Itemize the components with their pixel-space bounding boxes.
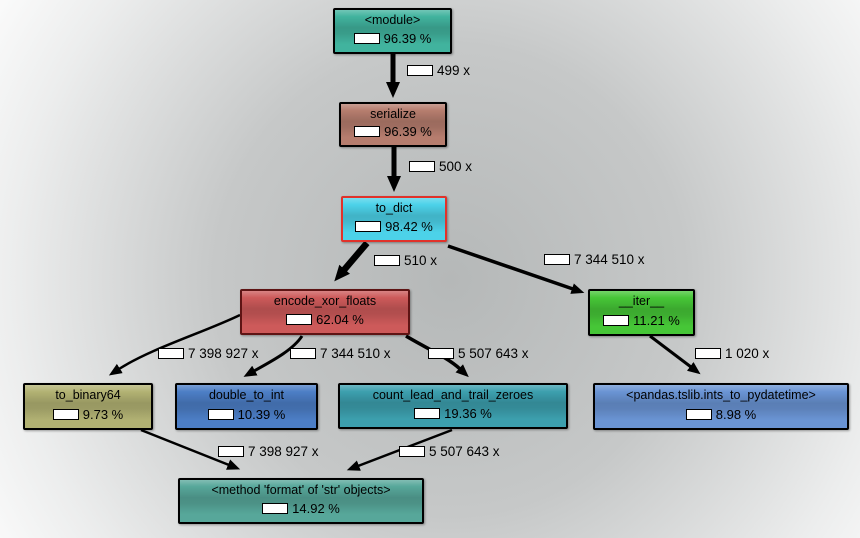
node-title: double_to_int <box>208 388 285 402</box>
call-count-text: 7 398 927 x <box>188 346 259 361</box>
percent-bar <box>52 409 79 420</box>
call-count-bar <box>374 255 400 266</box>
call-count-bar <box>158 348 184 359</box>
call-count-text: 500 x <box>439 159 473 174</box>
node-title: <pandas.tslib.ints_to_pydatetime> <box>626 388 816 402</box>
call-count-bar <box>218 446 244 457</box>
call-count-bar <box>695 348 721 359</box>
node-to-binary64[interactable]: to_binary64 9.73 % <box>23 383 153 430</box>
edge-label-serialize-to-dict: 500 x <box>409 159 472 174</box>
node-percent-row: 19.36 % <box>414 406 492 421</box>
node-title: __iter__ <box>618 294 665 308</box>
node-title: to_dict <box>375 201 413 215</box>
call-count-bar <box>409 161 435 172</box>
edge-label-encode-to-binary64: 7 398 927 x <box>158 346 259 361</box>
call-count-text: 7 344 510 x <box>574 252 645 267</box>
call-count-text: 7 344 510 x <box>320 346 391 361</box>
call-count-bar <box>399 446 425 457</box>
percent-bar <box>355 221 382 232</box>
node-title: <method 'format' of 'str' objects> <box>211 483 391 497</box>
node-percent-row: 9.73 % <box>52 407 124 422</box>
edge-to_dict-iter <box>447 244 585 294</box>
edge-label-to-binary64-format: 7 398 927 x <box>218 444 319 459</box>
call-count-text: 1 020 x <box>725 346 770 361</box>
edge-label-to-dict-encode: 510 x <box>374 253 437 268</box>
edge-encode-double_to_int <box>243 335 304 377</box>
percent-bar <box>603 315 630 326</box>
call-count-bar <box>290 348 316 359</box>
node-percent-row: 11.21 % <box>603 313 680 328</box>
percent-bar <box>685 409 712 420</box>
percent-bar <box>353 33 380 44</box>
edge-iter-pandas <box>649 334 701 375</box>
node-count-lead-and-trail-zeroes[interactable]: count_lead_and_trail_zeroes 19.36 % <box>338 383 568 429</box>
node-percent-row: 96.39 % <box>354 124 432 139</box>
call-count-text: 499 x <box>437 63 471 78</box>
edge-label-module-serialize: 499 x <box>407 63 470 78</box>
node-title: to_binary64 <box>55 388 121 402</box>
node-title: encode_xor_floats <box>273 294 377 308</box>
edge-label-encode-count-lead: 5 507 643 x <box>428 346 529 361</box>
node-pandas-ints-to-pydatetime[interactable]: <pandas.tslib.ints_to_pydatetime> 8.98 % <box>593 383 849 430</box>
node-serialize[interactable]: serialize 96.39 % <box>339 102 447 147</box>
percent-bar <box>414 408 441 419</box>
node-percent-row: 98.42 % <box>355 219 433 234</box>
call-count-text: 5 507 643 x <box>458 346 529 361</box>
percent-text: 10.39 % <box>237 407 286 422</box>
percent-text: 8.98 % <box>715 407 757 422</box>
call-count-bar <box>407 65 433 76</box>
node-encode-xor-floats[interactable]: encode_xor_floats 62.04 % <box>240 289 410 335</box>
node-double-to-int[interactable]: double_to_int 10.39 % <box>175 383 318 430</box>
node-to-dict[interactable]: to_dict 98.42 % <box>341 196 447 242</box>
node-title: serialize <box>370 107 416 121</box>
node-module[interactable]: <module> 96.39 % <box>333 8 452 54</box>
percent-text: 96.39 % <box>383 31 432 46</box>
node-title: count_lead_and_trail_zeroes <box>372 388 534 402</box>
node-title: <module> <box>364 13 421 27</box>
percent-bar <box>354 126 381 137</box>
edge-label-iter-pandas: 1 020 x <box>695 346 769 361</box>
percent-bar <box>262 503 289 514</box>
node-str-format[interactable]: <method 'format' of 'str' objects> 14.92… <box>178 478 424 524</box>
percent-text: 11.21 % <box>633 313 680 328</box>
node-percent-row: 96.39 % <box>353 31 432 46</box>
edge-to_binary64-format <box>140 428 241 470</box>
edge-label-count-lead-format: 5 507 643 x <box>399 444 500 459</box>
percent-bar <box>207 409 234 420</box>
call-count-bar <box>544 254 570 265</box>
edge-label-encode-double-to-int: 7 344 510 x <box>290 346 391 361</box>
percent-text: 62.04 % <box>316 312 364 327</box>
percent-bar <box>286 314 313 325</box>
node-percent-row: 62.04 % <box>286 312 364 327</box>
call-count-text: 510 x <box>404 253 438 268</box>
percent-text: 98.42 % <box>385 219 433 234</box>
call-count-text: 5 507 643 x <box>429 444 500 459</box>
percent-text: 96.39 % <box>384 124 432 139</box>
edge-to_dict-encode_xor_floats <box>334 240 370 282</box>
edge-encode-to_binary64 <box>108 313 241 376</box>
percent-text: 9.73 % <box>82 407 124 422</box>
call-count-bar <box>428 348 454 359</box>
call-count-text: 7 398 927 x <box>248 444 319 459</box>
percent-text: 19.36 % <box>444 406 492 421</box>
node-iter[interactable]: __iter__ 11.21 % <box>588 289 695 336</box>
node-percent-row: 14.92 % <box>262 501 340 516</box>
node-percent-row: 10.39 % <box>207 407 286 422</box>
percent-text: 14.92 % <box>292 501 340 516</box>
edge-label-to-dict-iter: 7 344 510 x <box>544 252 645 267</box>
node-percent-row: 8.98 % <box>685 407 757 422</box>
